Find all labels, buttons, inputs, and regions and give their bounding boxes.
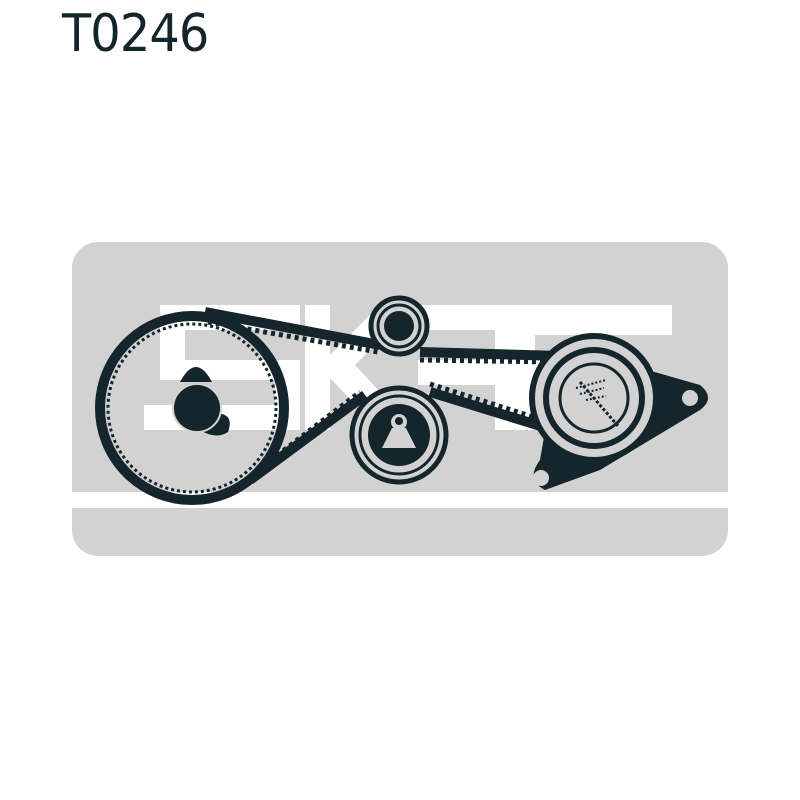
- lower-tensioner-pulley: [349, 385, 449, 485]
- part-number-title: T0246: [62, 4, 209, 64]
- timing-belt: [95, 307, 563, 505]
- crankshaft-sprocket: [172, 367, 230, 436]
- upper-idler-pulley: [368, 295, 430, 357]
- pump-impeller-detail: [575, 379, 620, 427]
- water-pump-pulley: [529, 333, 708, 490]
